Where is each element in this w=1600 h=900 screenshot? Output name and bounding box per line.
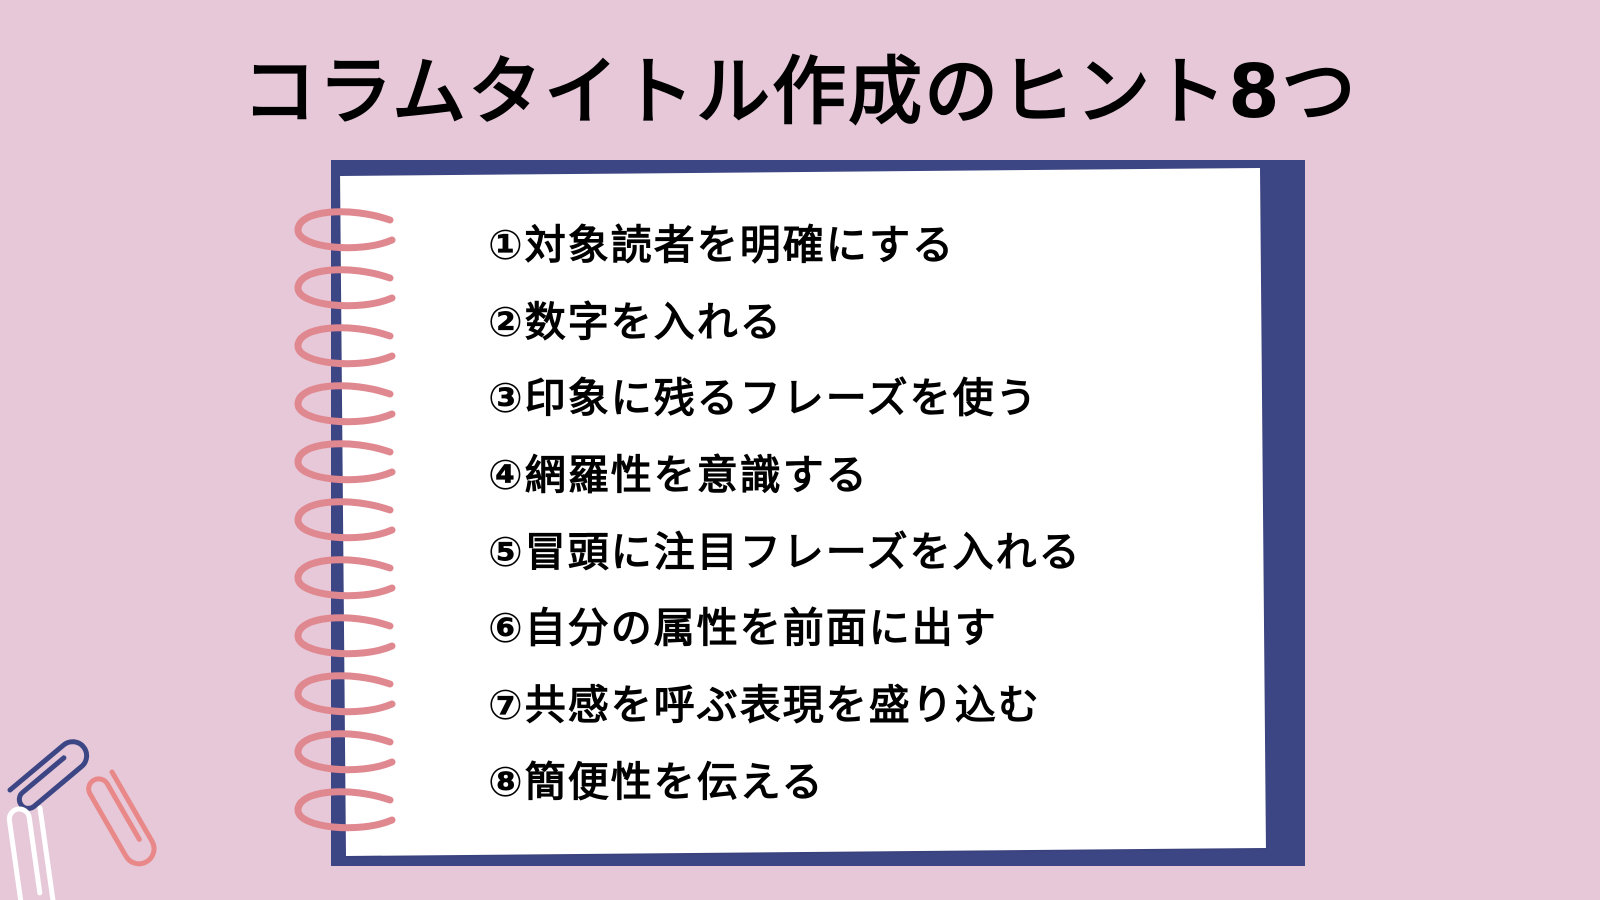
spiral-ring-icon: [294, 382, 396, 426]
spiral-ring-icon: [294, 208, 396, 252]
paperclip-icon: [86, 769, 157, 867]
page-title: コラムタイトル作成のヒント8つ: [242, 49, 1358, 135]
spiral-ring-icon: [294, 440, 396, 484]
paperclip-icon: [6, 805, 56, 900]
spiral-ring-icon: [294, 556, 396, 600]
hint-item-7: ⑦共感を呼ぶ表現を盛り込む: [488, 681, 1041, 730]
hint-item-6: ⑥自分の属性を前面に出す: [488, 604, 998, 653]
paperclips: [6, 739, 157, 900]
hint-list: ①対象読者を明確にする ②数字を入れる ③印象に残るフレーズを使う ④網羅性を意…: [488, 214, 1082, 828]
hint-item-5: ⑤冒頭に注目フレーズを入れる: [488, 527, 1082, 576]
paperclip-icon: [7, 739, 90, 811]
hint-item-8: ⑧簡便性を伝える: [488, 757, 825, 806]
spiral-ring-icon: [294, 788, 396, 832]
spiral-ring-icon: [294, 614, 396, 658]
spiral-binding: [294, 208, 396, 832]
hint-item-2: ②数字を入れる: [488, 297, 783, 346]
spiral-ring-icon: [294, 324, 396, 368]
hint-item-3: ③印象に残るフレーズを使う: [488, 374, 1039, 423]
spiral-ring-icon: [294, 498, 396, 542]
spiral-ring-icon: [294, 672, 396, 716]
hint-item-1: ①対象読者を明確にする: [488, 221, 956, 269]
spiral-ring-icon: [294, 266, 396, 310]
hint-item-4: ④網羅性を意識する: [488, 451, 869, 500]
spiral-ring-icon: [294, 730, 396, 774]
